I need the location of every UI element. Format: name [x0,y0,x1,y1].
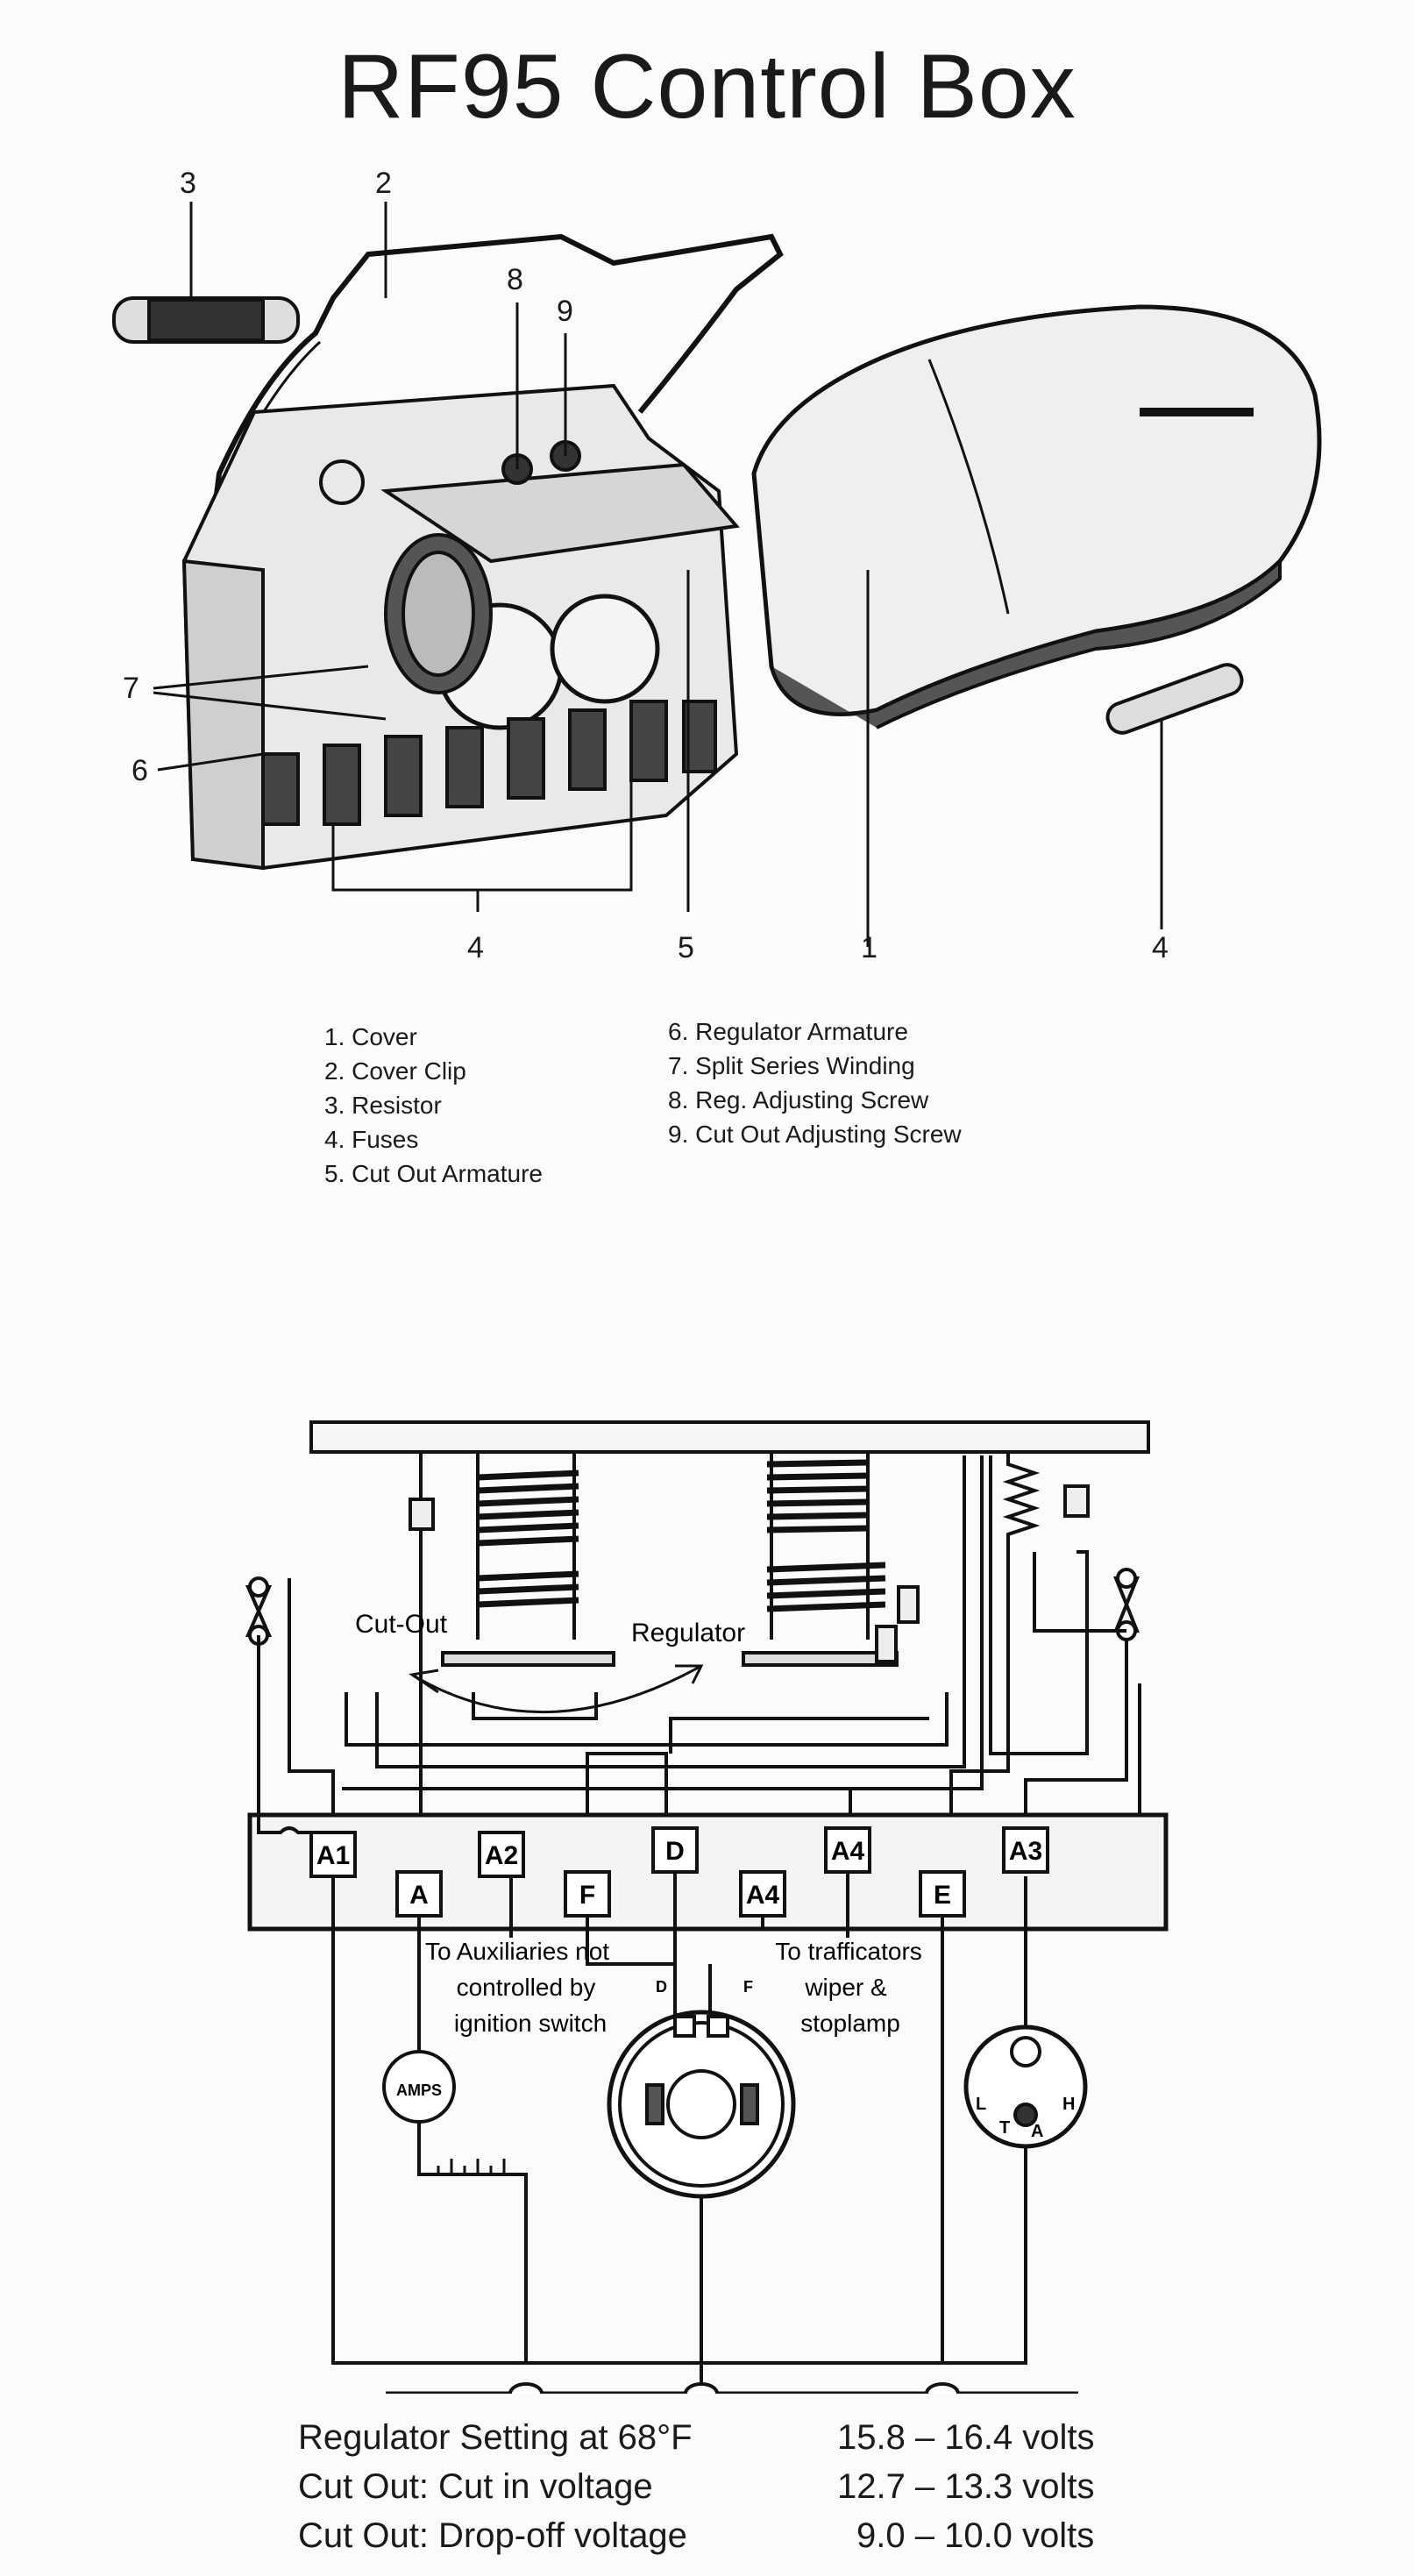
fuse-right [1113,1568,1140,1683]
regulator-coil [742,1452,920,1667]
callout-5: 5 [678,931,694,964]
legend-item: 7. Split Series Winding [668,1052,915,1079]
spec-value: 12.7 – 13.3 volts [837,2467,1095,2506]
terminal-a2: A2 [485,1841,518,1870]
callout-7: 7 [123,672,139,705]
dynamo [607,2010,796,2199]
callout-3: 3 [180,167,196,200]
cutout-coil [441,1452,615,1667]
switch-label-t: T [999,2118,1010,2138]
exploded-view-illustration [112,202,1322,947]
spec-label: Cut Out: Drop-off voltage [298,2516,687,2555]
terminal-d: D [665,1837,685,1866]
ammeter-label: AMPS [396,2081,442,2099]
callout-8: 8 [507,263,523,296]
dynamo-f-label: F [743,1978,753,1996]
terminal-a1: A1 [316,1841,350,1870]
legend-item: 1. Cover [324,1023,417,1050]
terminal-a4-left: A4 [746,1881,780,1910]
spec-values: 15.8 – 16.4 volts 12.7 – 13.3 volts 9.0 … [837,2413,1095,2560]
fuse-left [245,1576,273,1683]
legend-left: 1. Cover 2. Cover Clip 3. Resistor 4. Fu… [324,1020,543,1191]
wiring-diagram: Cut-Out Regulator A1 A A2 F D A4 A4 E A3… [245,1420,1169,2394]
callout-2: 2 [375,167,392,200]
regulator-label: Regulator [631,1619,745,1647]
callout-4-spare: 4 [1152,931,1169,964]
legend-item: 5. Cut Out Armature [324,1160,543,1187]
legend-item: 6. Regulator Armature [668,1018,908,1045]
terminal-a3: A3 [1009,1837,1042,1866]
callout-4: 4 [467,931,484,964]
legend-item: 3. Resistor [324,1092,442,1119]
spec-labels: Regulator Setting at 68°F Cut Out: Cut i… [298,2413,693,2560]
aux-note-line-2: controlled by [457,1974,596,2001]
spec-value: 9.0 – 10.0 volts [856,2516,1095,2555]
page-title: RF95 Control Box [338,36,1076,138]
callout-9: 9 [557,295,573,328]
spec-label: Regulator Setting at 68°F [298,2418,693,2457]
traf-note-line-2: wiper & [804,1974,887,2001]
callout-6: 6 [131,754,148,787]
legend-item: 9. Cut Out Adjusting Screw [668,1121,962,1148]
legend-item: 8. Reg. Adjusting Screw [668,1086,929,1114]
traf-note-line-1: To trafficators [775,1938,922,1965]
cutout-label: Cut-Out [355,1610,448,1639]
switch-label-l: L [976,2095,986,2114]
switch-label-h: H [1062,2095,1075,2114]
spec-value: 15.8 – 16.4 volts [837,2418,1095,2457]
terminal-f: F [579,1881,595,1910]
switch-label-a: A [1031,2122,1043,2141]
callout-1: 1 [861,931,878,964]
ignition-switch [963,2025,1088,2149]
aux-note-line-1: To Auxiliaries not [425,1938,609,1965]
legend-item: 2. Cover Clip [324,1057,466,1085]
legend-right: 6. Regulator Armature 7. Split Series Wi… [668,1014,962,1151]
terminal-a: A [409,1881,429,1910]
ammeter [382,2050,456,2124]
aux-note-line-3: ignition switch [454,2010,607,2037]
spec-label: Cut Out: Cut in voltage [298,2467,653,2506]
legend-item: 4. Fuses [324,1126,419,1153]
terminal-a4-right: A4 [831,1837,865,1866]
dynamo-d-label: D [656,1978,667,1996]
traf-note-line-3: stoplamp [800,2010,900,2037]
terminal-e: E [934,1881,951,1910]
